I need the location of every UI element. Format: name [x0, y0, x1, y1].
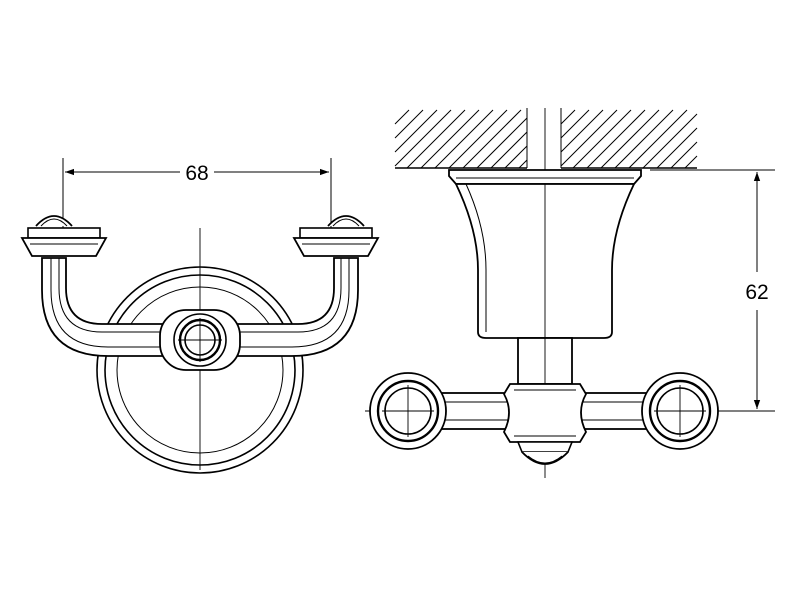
hatch-line	[684, 155, 698, 169]
left-hook-cap	[20, 215, 108, 257]
hatch-line	[394, 109, 424, 139]
hatch-line	[448, 109, 508, 169]
hatch-line	[490, 131, 528, 169]
hatch-line	[670, 141, 698, 169]
width-dimension-label: 68	[185, 162, 208, 185]
hatch-line	[572, 109, 632, 169]
hatch-line	[600, 109, 660, 169]
hatch-line	[560, 109, 576, 125]
hatch-lines-right	[560, 109, 698, 169]
left-ring-end	[369, 372, 447, 450]
hatch-line	[560, 109, 604, 153]
hatch-line	[394, 109, 438, 153]
wall-hatching	[394, 108, 698, 169]
hatch-line	[476, 117, 528, 169]
mounting-flange	[448, 169, 642, 185]
right-ring-end	[641, 372, 719, 450]
hatch-line	[614, 109, 674, 169]
backplate-rosette	[96, 266, 304, 474]
height-dimension-label: 62	[745, 281, 768, 304]
hatch-line	[462, 109, 522, 169]
tapered-body	[454, 183, 636, 339]
side-view: 62	[365, 108, 775, 478]
front-view: 68	[20, 158, 380, 474]
center-hub	[159, 309, 241, 371]
height-dimension: 62	[650, 169, 775, 412]
hatch-line	[394, 109, 410, 125]
hatch-line	[642, 113, 698, 169]
hatch-line	[560, 109, 590, 139]
hatch-line	[518, 159, 528, 169]
hatch-line	[504, 145, 528, 169]
hatch-line	[434, 109, 494, 169]
hatch-line	[586, 109, 646, 169]
width-dimension: 68	[62, 158, 332, 232]
right-hook-cap	[292, 215, 380, 257]
hatch-lines-left	[394, 109, 528, 169]
hatch-line	[420, 109, 480, 169]
side-collar	[502, 383, 588, 443]
neck	[517, 337, 573, 385]
hatch-line	[394, 109, 452, 167]
hatch-line	[628, 109, 688, 169]
bottom-cap	[516, 441, 574, 465]
hatch-line	[656, 127, 698, 169]
hatch-line	[560, 109, 618, 167]
hatch-line	[406, 109, 466, 169]
